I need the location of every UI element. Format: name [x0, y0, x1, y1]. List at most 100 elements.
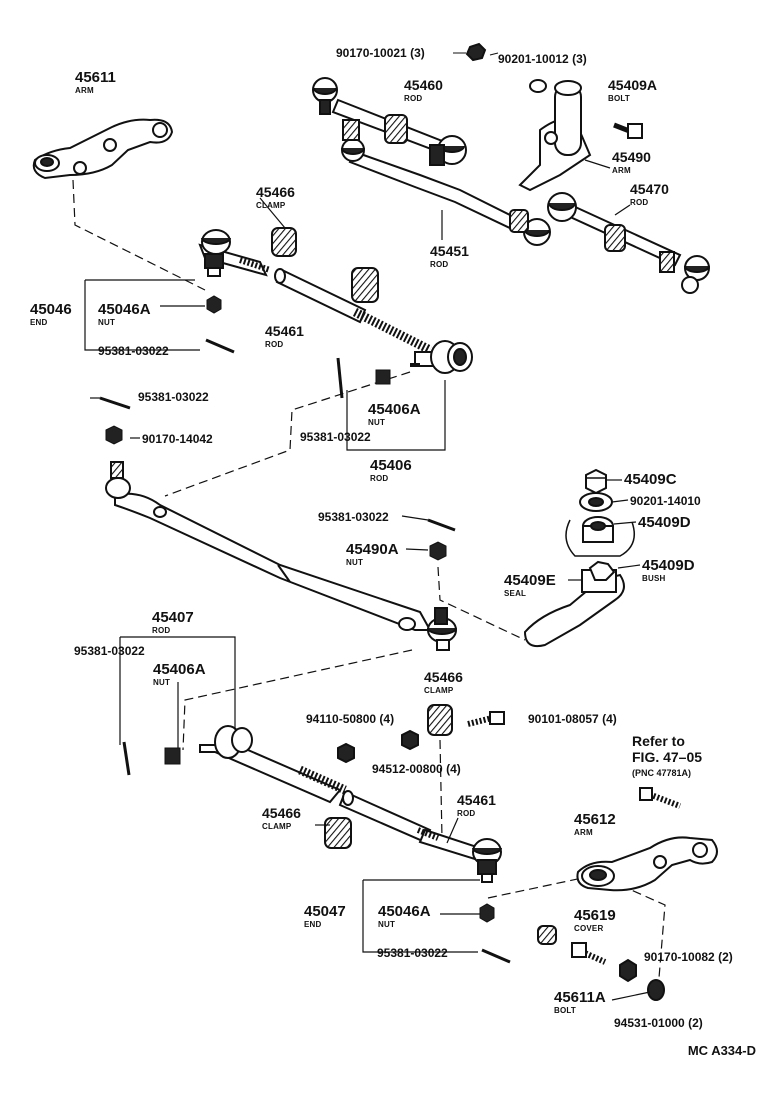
label-90170-10082: 90170-10082 (2)	[644, 950, 733, 964]
label-90201-10012: 90201-10012 (3)	[498, 52, 587, 66]
label-45046a-lower-sub: NUT	[378, 920, 396, 929]
label-45046a-upper: 45046A	[98, 301, 151, 318]
label-45451-sub: ROD	[430, 260, 449, 269]
label-94110-50800: 94110-50800 (4)	[306, 712, 395, 726]
label-94531-01000: 94531-01000 (2)	[614, 1016, 703, 1030]
arm-45611	[32, 118, 174, 180]
label-45047: 45047	[304, 903, 346, 920]
label-45611a: 45611A	[554, 989, 606, 1006]
label-45461-lower-sub: ROD	[457, 809, 476, 818]
label-45409c: 45409C	[624, 471, 677, 488]
label-45466-upper-sub: CLAMP	[256, 201, 286, 210]
clamp-icon	[427, 704, 453, 736]
label-90201-14010: 90201-14010	[630, 494, 701, 508]
cotter-pin-icon	[427, 518, 456, 532]
label-45619: 45619	[574, 907, 616, 924]
refer-fig-label: FIG. 47–05	[632, 749, 703, 765]
leader-lines	[84, 159, 651, 1001]
label-45466-middle: 45466	[424, 669, 463, 685]
label-45407: 45407	[152, 609, 194, 626]
nut-icon	[337, 742, 355, 764]
center-rod	[105, 461, 457, 651]
label-95381-e: 95381-03022	[74, 644, 145, 658]
idler-arm-stack	[523, 468, 635, 648]
label-95381-d: 95381-03022	[318, 510, 389, 524]
label-45466-lower-sub: CLAMP	[262, 822, 292, 831]
label-45409d-upper: 45409D	[638, 514, 691, 531]
label-90170-10021: 90170-10021 (3)	[336, 46, 425, 60]
label-45409e-sub: SEAL	[504, 589, 527, 598]
cotter-pin-icon	[99, 396, 131, 410]
nut-icon	[105, 425, 123, 445]
label-45490-sub: ARM	[612, 166, 631, 175]
grease-fitting-icon	[647, 979, 665, 1001]
label-45461-lower: 45461	[457, 792, 496, 808]
label-45612-sub: ARM	[574, 828, 593, 837]
label-45611-sub: ARM	[75, 86, 94, 95]
label-95381-c: 95381-03022	[300, 430, 371, 444]
label-45451: 45451	[430, 243, 469, 259]
label-45611a-sub: BOLT	[554, 1006, 576, 1015]
nut-icon	[619, 958, 637, 983]
label-45409d-lower: 45409D	[642, 557, 695, 574]
cotter-pin-icon	[336, 357, 344, 399]
label-45466-upper: 45466	[256, 184, 295, 200]
label-45409a-sub: BOLT	[608, 94, 630, 103]
label-45466-lower: 45466	[262, 805, 301, 821]
label-45490: 45490	[612, 149, 651, 165]
rod-45406	[410, 340, 473, 374]
clamp-icon	[324, 817, 352, 849]
refer-pnc-label: (PNC 47781A)	[632, 768, 692, 778]
label-45611: 45611	[75, 69, 116, 86]
clamp-icon	[351, 267, 379, 303]
label-95381-f: 95381-03022	[377, 946, 448, 960]
nut-icon	[206, 295, 222, 314]
label-90170-14042: 90170-14042	[142, 432, 213, 446]
nut-icon	[429, 541, 447, 561]
nut-icon	[465, 42, 487, 62]
end-45046	[198, 229, 271, 277]
label-45406a-lower: 45406A	[153, 661, 206, 678]
nut-icon	[401, 729, 419, 751]
label-45409e: 45409E	[504, 572, 556, 589]
lower-clamp-hardware	[324, 704, 505, 849]
label-45490a-sub: NUT	[346, 558, 364, 567]
label-45046: 45046	[30, 301, 72, 318]
label-45406a-lower-sub: NUT	[153, 678, 171, 687]
end-45047	[416, 827, 502, 883]
bolt-icon	[467, 713, 501, 727]
label-45406: 45406	[370, 457, 412, 474]
figure-code: MC A334-D	[687, 1043, 756, 1058]
label-45461-upper: 45461	[265, 323, 304, 339]
top-right-assembly	[312, 42, 710, 294]
label-45409a: 45409A	[608, 77, 658, 93]
label-45619-sub: COVER	[574, 924, 604, 933]
label-95381-b: 95381-03022	[138, 390, 209, 404]
label-90101-08057: 90101-08057 (4)	[528, 712, 617, 726]
rod-45407	[199, 725, 432, 844]
refer-to-label: Refer to	[632, 733, 685, 749]
cotter-pin-icon	[122, 741, 131, 776]
cotter-pin-icon	[205, 338, 235, 354]
label-45460: 45460	[404, 77, 443, 93]
clamp-icon	[384, 114, 408, 144]
clamp-icon	[604, 224, 626, 252]
arm-45612	[576, 787, 718, 892]
label-94512-00800: 94512-00800 (4)	[372, 762, 461, 776]
label-45470-sub: ROD	[630, 198, 649, 207]
nut-icon	[164, 747, 181, 765]
rod-45461-upper	[271, 227, 433, 355]
label-45047-sub: END	[304, 920, 322, 929]
label-45466-middle-sub: CLAMP	[424, 686, 454, 695]
nut-icon	[585, 468, 607, 495]
label-45612: 45612	[574, 811, 616, 828]
cotter-pin-icon	[481, 948, 511, 964]
label-45461-upper-sub: ROD	[265, 340, 284, 349]
clamp-icon	[509, 209, 529, 233]
dashed-leaders	[72, 179, 666, 991]
label-45046-sub: END	[30, 318, 48, 327]
lower-right-hardware	[537, 925, 665, 1001]
nut-icon	[479, 903, 495, 923]
nut-icon	[375, 369, 391, 385]
